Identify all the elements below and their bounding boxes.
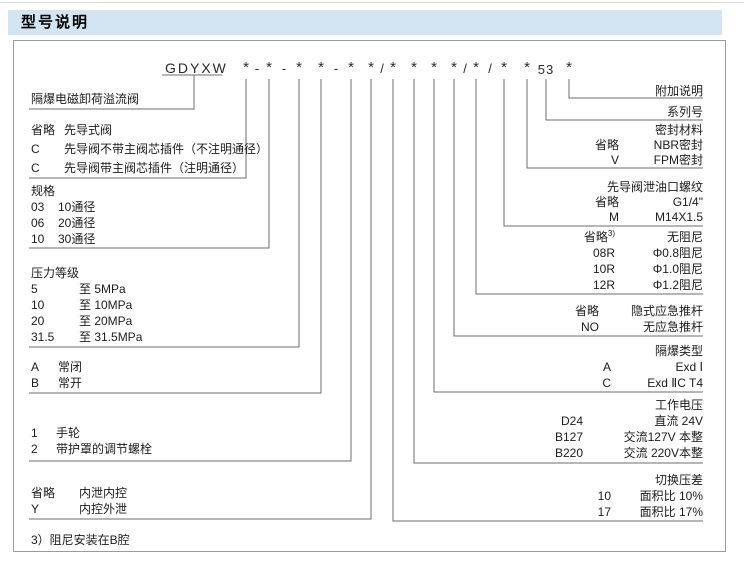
code-star-1: * xyxy=(243,59,249,76)
code-star-7: * xyxy=(390,59,396,76)
code-star-4: * xyxy=(318,59,324,76)
code-star-6: * xyxy=(368,59,374,76)
code-star-2: * xyxy=(266,59,272,76)
page-title: 型号说明 xyxy=(21,14,90,31)
page-top-divider xyxy=(0,2,744,3)
code-dash-3: - xyxy=(333,61,339,76)
addendum-label: 附加说明 xyxy=(654,84,703,98)
footnote: 3）阻尼安装在B腔 xyxy=(31,533,130,547)
code-star-10: * xyxy=(451,59,457,76)
code-slash-3: / xyxy=(488,61,492,76)
code-star-9: * xyxy=(431,59,437,76)
code-dash-2: - xyxy=(281,61,287,76)
code-slash-1: / xyxy=(380,61,384,76)
code-star-3: * xyxy=(296,59,302,76)
code-star-14: * xyxy=(566,59,572,76)
valve-name-label: 隔爆电磁卸荷溢流阀 xyxy=(31,92,140,106)
code-star-5: * xyxy=(348,59,354,76)
code-star-12: * xyxy=(501,59,507,76)
footnote-ref: 3) xyxy=(607,229,615,238)
code-prefix: GDYXW xyxy=(165,60,228,76)
connector-lines xyxy=(29,74,703,522)
code-series-number: 53 xyxy=(537,62,555,77)
code-star-13: * xyxy=(524,59,530,76)
code-dash-1: - xyxy=(254,61,260,76)
model-code-diagram: GDYXW * - * - * * - * * / * * * * / * / … xyxy=(13,40,726,552)
code-star-11: * xyxy=(473,59,479,76)
section-title-bar: 型号说明 xyxy=(8,10,722,35)
code-slash-2: / xyxy=(463,61,467,76)
series-number-label: 系列号 xyxy=(666,105,703,119)
code-star-8: * xyxy=(411,59,417,76)
